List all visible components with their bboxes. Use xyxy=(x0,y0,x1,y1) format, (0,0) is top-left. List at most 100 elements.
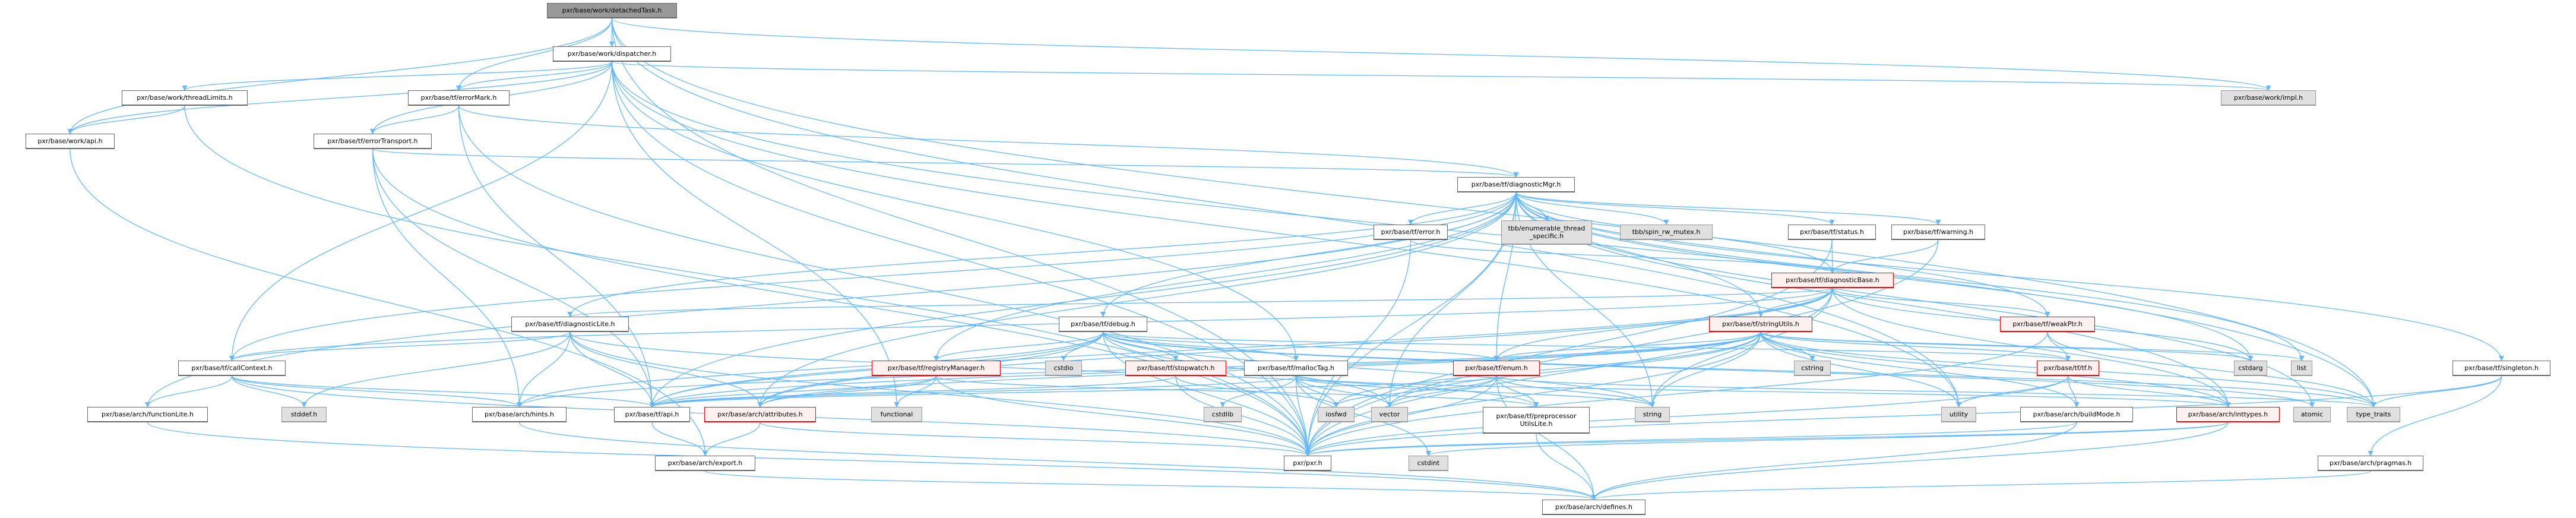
node-error-transport[interactable]: pxr/base/tf/errorTransport.h xyxy=(314,134,432,149)
node-error-mark[interactable]: pxr/base/tf/errorMark.h xyxy=(408,90,509,106)
edge-export-to-defines xyxy=(704,470,1597,500)
node-debug[interactable]: pxr/base/tf/debug.h xyxy=(1059,317,1147,332)
node-preprocessor-utils-lite[interactable]: pxr/base/tf/preprocessor UtilsLite.h xyxy=(1483,407,1590,434)
node-vector[interactable]: vector xyxy=(1371,407,1408,422)
node-string-utils[interactable]: pxr/base/tf/stringUtils.h xyxy=(1709,317,1812,332)
edge-enum-to-preprocessorUtilsLite xyxy=(1496,375,1539,408)
edge-callContext-to-stddef xyxy=(231,375,307,408)
edge-stringUtils-to-tf xyxy=(1760,331,2071,361)
edge-stopwatch-to-tfApi xyxy=(649,375,1176,408)
node-tf-api[interactable]: pxr/base/tf/api.h xyxy=(614,407,690,422)
edge-dispatcher-to-errorMark xyxy=(456,61,613,91)
node-hints[interactable]: pxr/base/arch/hints.h xyxy=(472,407,567,422)
node-atomic[interactable]: atomic xyxy=(2293,407,2331,422)
node-cstdarg[interactable]: cstdarg xyxy=(2234,361,2267,376)
edge-mallocTag-to-inttypes xyxy=(1295,375,2231,408)
edge-callContext-to-tfApi xyxy=(231,375,655,408)
edge-diagnosticLite-to-callContext xyxy=(229,331,571,361)
node-stddef[interactable]: stddef.h xyxy=(281,407,327,422)
node-call-context[interactable]: pxr/base/tf/callContext.h xyxy=(178,361,286,376)
node-function-lite[interactable]: pxr/base/arch/functionLite.h xyxy=(87,407,208,422)
edge-dispatcher-to-workApi xyxy=(67,61,613,134)
node-pragmas[interactable]: pxr/base/arch/pragmas.h xyxy=(2318,456,2423,471)
edge-mallocTag-to-cstdint xyxy=(1295,375,1432,456)
edge-error-to-pxr xyxy=(1305,239,1412,456)
node-utility[interactable]: utility xyxy=(1941,407,1976,422)
edge-dispatcher-to-callContext xyxy=(229,61,613,361)
node-list[interactable]: list xyxy=(2291,361,2312,376)
node-cstdio[interactable]: cstdio xyxy=(1045,361,1082,376)
edge-warning-to-diagnosticBase xyxy=(1830,239,1939,273)
node-malloc-tag[interactable]: pxr/base/tf/mallocTag.h xyxy=(1244,361,1348,376)
edge-singleton-to-pragmas xyxy=(2368,375,2502,456)
node-pxr[interactable]: pxr/pxr.h xyxy=(1284,456,1331,471)
node-type-traits[interactable]: type_traits xyxy=(2347,407,2400,422)
node-cstdlib[interactable]: cstdlib xyxy=(1204,407,1242,422)
edge-detachedTask-to-utility xyxy=(611,18,1961,408)
node-cstdint[interactable]: cstdint xyxy=(1409,456,1448,471)
edge-stopwatch-to-iosfwd xyxy=(1175,375,1339,408)
node-registry-manager[interactable]: pxr/base/tf/registryManager.h xyxy=(872,361,1001,376)
node-enum[interactable]: pxr/base/tf/enum.h xyxy=(1453,361,1540,376)
node-cstring[interactable]: cstring xyxy=(1794,361,1831,376)
edge-registryManager-to-attributes xyxy=(757,375,937,408)
node-error[interactable]: pxr/base/tf/error.h xyxy=(1374,225,1448,240)
edge-diagnosticBase-to-callContext xyxy=(229,288,1833,361)
node-detached-task[interactable]: pxr/base/work/detachedTask.h xyxy=(547,3,677,18)
node-diagnostic-mgr[interactable]: pxr/base/tf/diagnosticMgr.h xyxy=(1457,177,1575,192)
edge-diagnosticBase-to-string xyxy=(1649,288,1833,408)
edge-dispatcher-to-impl xyxy=(611,61,2271,91)
node-iosfwd[interactable]: iosfwd xyxy=(1318,407,1355,422)
edge-dispatcher-to-threadLimits xyxy=(182,61,613,91)
node-tbb-spin[interactable]: tbb/spin_rw_mutex.h xyxy=(1620,225,1713,240)
node-weak-ptr[interactable]: pxr/base/tf/weakPtr.h xyxy=(2000,317,2095,332)
node-export[interactable]: pxr/base/arch/export.h xyxy=(655,456,755,471)
node-thread-limits[interactable]: pxr/base/work/threadLimits.h xyxy=(122,90,248,106)
edge-debug-to-mallocTag xyxy=(1102,331,1299,361)
node-dispatcher[interactable]: pxr/base/work/dispatcher.h xyxy=(553,46,671,62)
edge-stringUtils-to-list xyxy=(1760,331,2305,361)
edge-enum-to-tfApi xyxy=(649,375,1497,408)
node-warning[interactable]: pxr/base/tf/warning.h xyxy=(1891,225,1985,240)
edge-tf-to-pxr xyxy=(1305,375,2069,456)
edge-threadLimits-to-pxr xyxy=(184,105,1311,456)
edge-errorTransport-to-tfApi xyxy=(372,149,655,408)
node-tf[interactable]: pxr/base/tf/tf.h xyxy=(2037,361,2099,376)
node-defines[interactable]: pxr/base/arch/defines.h xyxy=(1542,500,1645,515)
node-impl[interactable]: pxr/base/work/impl.h xyxy=(2221,90,2316,106)
edge-diagnosticMgr-to-warning xyxy=(1515,192,1941,225)
edge-dispatcher-to-mallocTag xyxy=(611,61,1299,361)
edge-errorMark-to-errorTransport xyxy=(370,105,460,134)
node-status[interactable]: pxr/base/tf/status.h xyxy=(1788,225,1876,240)
edge-weakPtr-to-pxr xyxy=(1305,331,2048,456)
node-attributes[interactable]: pxr/base/arch/attributes.h xyxy=(704,407,816,422)
node-work-api[interactable]: pxr/base/work/api.h xyxy=(26,134,115,149)
node-diagnostic-lite[interactable]: pxr/base/tf/diagnosticLite.h xyxy=(511,317,629,332)
edge-stringUtils-to-utility xyxy=(1760,331,1962,408)
node-functional[interactable]: functional xyxy=(871,407,922,422)
node-singleton[interactable]: pxr/base/tf/singleton.h xyxy=(2452,361,2550,376)
node-build-mode[interactable]: pxr/base/arch/buildMode.h xyxy=(2020,407,2133,422)
node-tbb-enum[interactable]: tbb/enumerable_thread _specific.h xyxy=(1501,220,1592,245)
node-diagnostic-base[interactable]: pxr/base/tf/diagnosticBase.h xyxy=(1771,273,1894,288)
edge-errorTransport-to-diagnosticMgr xyxy=(372,149,1518,178)
edge-errorTransport-to-pxr xyxy=(372,149,1311,456)
edge-diagnosticBase-to-weakPtr xyxy=(1832,288,2050,317)
edge-debug-to-string xyxy=(1102,331,1655,408)
edge-enum-to-string xyxy=(1496,375,1655,408)
edge-diagnosticMgr-to-tfApi xyxy=(649,192,1517,408)
edge-weakPtr-to-typeTraits xyxy=(2047,331,2376,408)
node-string[interactable]: string xyxy=(1635,407,1670,422)
edge-diagnosticLite-to-tfApi xyxy=(569,331,655,408)
node-stopwatch[interactable]: pxr/base/tf/stopwatch.h xyxy=(1125,361,1226,376)
edge-buildMode-to-pxr xyxy=(1305,422,2077,456)
edge-dispatcher-to-functional xyxy=(611,61,900,408)
node-inttypes[interactable]: pxr/base/arch/inttypes.h xyxy=(2176,407,2280,422)
edge-debug-to-tf xyxy=(1102,331,2071,361)
edge-diagnosticMgr-to-attributes xyxy=(757,192,1517,408)
edge-errorMark-to-tfApi xyxy=(458,105,655,408)
edge-debug-to-pxr xyxy=(1102,331,1311,456)
edge-callContext-to-hints xyxy=(231,375,522,408)
edge-stringUtils-to-string xyxy=(1649,331,1761,408)
edge-tf-to-utility xyxy=(1956,375,2069,408)
